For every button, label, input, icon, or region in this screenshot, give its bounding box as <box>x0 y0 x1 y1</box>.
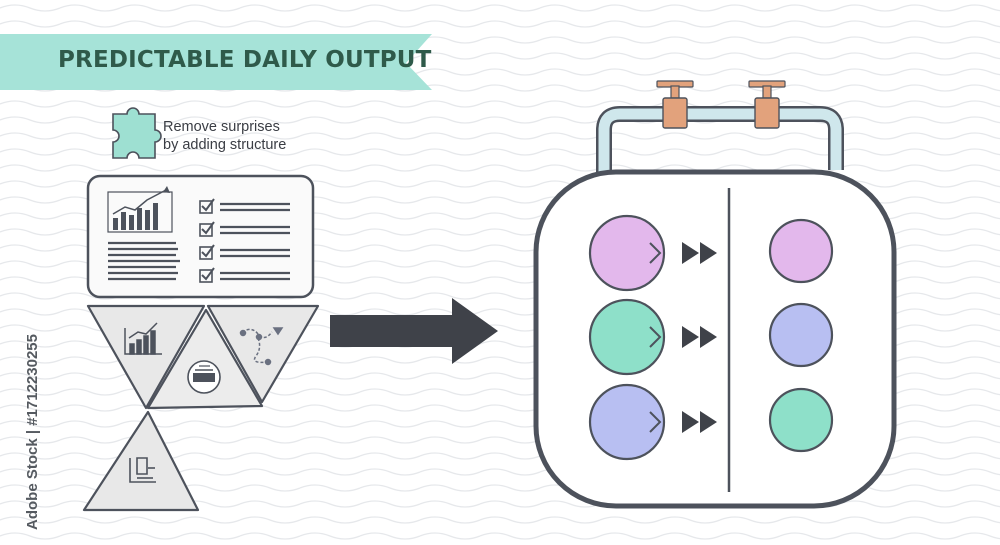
output-circle-blue <box>768 302 834 368</box>
valve-right <box>748 80 786 129</box>
input-circle-teal <box>588 298 666 376</box>
input-circle-blue <box>588 383 666 461</box>
banner-title: PREDICTABLE DAILY OUTPUT <box>58 47 432 73</box>
input-circle-purple <box>588 214 666 292</box>
fast-forward-icon <box>682 326 699 348</box>
flow-group <box>588 214 834 461</box>
fast-forward-icon <box>700 242 717 264</box>
text-lines <box>108 241 180 281</box>
stock-credit: Adobe Stock | #1712230255 <box>24 334 41 530</box>
triangle-cluster <box>82 304 320 512</box>
triangle-middle <box>146 308 264 410</box>
title-banner <box>0 34 432 90</box>
bar-chart-icon <box>107 186 173 233</box>
triangle-top-right <box>206 304 320 404</box>
pipe-valves-icon <box>596 80 844 172</box>
fast-forward-icon <box>700 411 717 433</box>
fast-forward-icon <box>682 411 699 433</box>
triangle-bottom <box>82 410 200 512</box>
gauge-icon <box>187 360 221 394</box>
document-icon <box>129 457 156 483</box>
output-circle-teal <box>768 387 834 453</box>
chevron-right-icon <box>649 242 662 264</box>
note-line-1: Remove surprises <box>163 119 280 135</box>
chevron-right-icon <box>649 326 662 348</box>
valve-left <box>656 80 694 129</box>
note-line-2: by adding structure <box>163 137 287 153</box>
triangle-top-left <box>86 304 206 410</box>
output-circle-purple <box>768 218 834 284</box>
checklist-icon <box>199 198 290 283</box>
fast-forward-icon <box>682 242 699 264</box>
chevron-right-icon <box>649 411 662 433</box>
route-map-icon <box>239 327 284 366</box>
fast-forward-icon <box>700 326 717 348</box>
puzzle-piece-icon <box>112 107 162 159</box>
structure-note: Remove surprises by adding structure <box>163 118 286 154</box>
growth-chart-icon <box>124 322 162 355</box>
right-arrow-icon <box>330 298 498 364</box>
